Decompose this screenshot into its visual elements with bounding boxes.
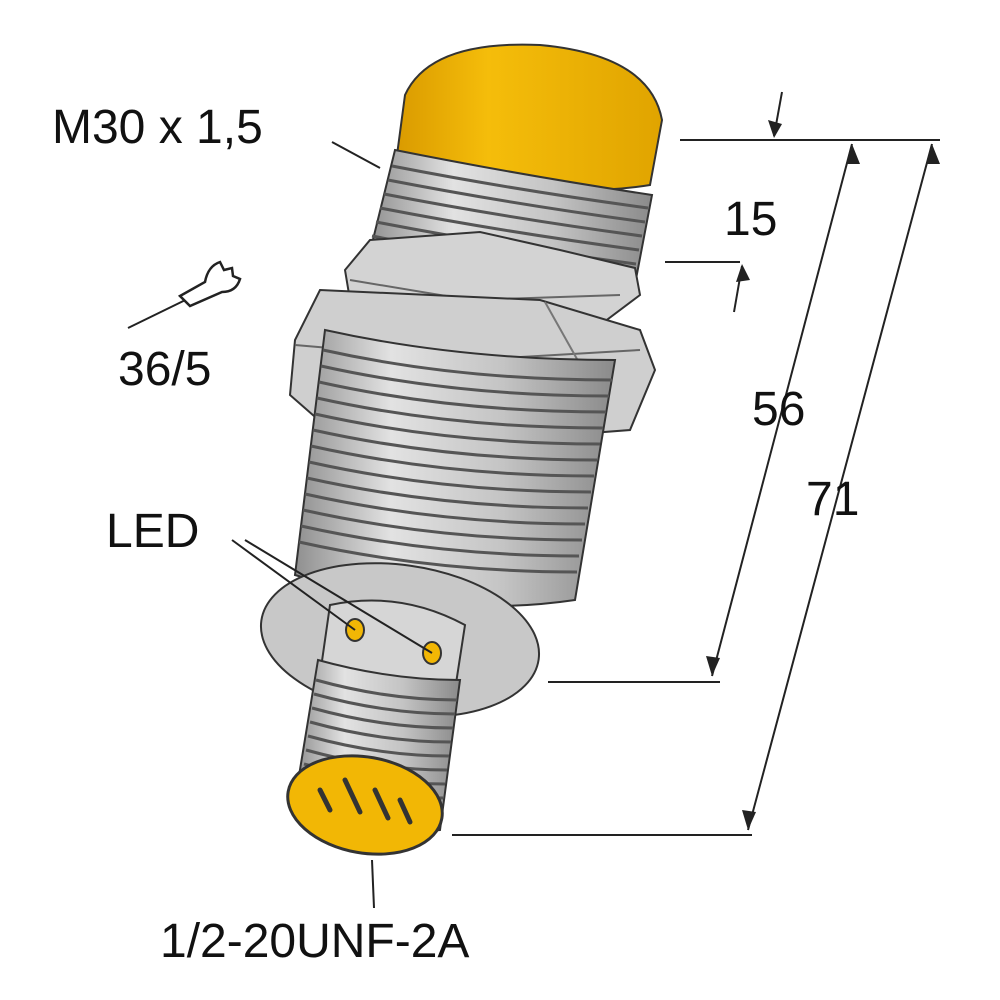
thread-leader (331, 141, 381, 169)
led-leader-b (244, 539, 433, 654)
dimension-lines (452, 91, 940, 836)
wrench-size-label: 36/5 (118, 343, 212, 396)
dimension-cap-length: 15 (724, 193, 778, 246)
dim-71-line (747, 143, 933, 831)
connector-pins (317, 777, 413, 825)
connector-thread-label: 1/2-20UNF-2A (160, 915, 470, 968)
led-label: LED (106, 505, 200, 558)
leader-lines (127, 141, 433, 909)
dimension-total-length: 71 (806, 473, 860, 526)
wrench-icon (177, 260, 242, 308)
connector-face (286, 754, 444, 856)
main-threaded-body (293, 328, 617, 608)
led-leader-a (231, 539, 356, 631)
thread-spec-label: M30 x 1,5 (52, 101, 263, 154)
dimension-arrowheads (706, 120, 940, 830)
connector-leader (371, 859, 375, 909)
dim-56-line (711, 143, 853, 677)
dimension-body-length: 56 (752, 383, 806, 436)
